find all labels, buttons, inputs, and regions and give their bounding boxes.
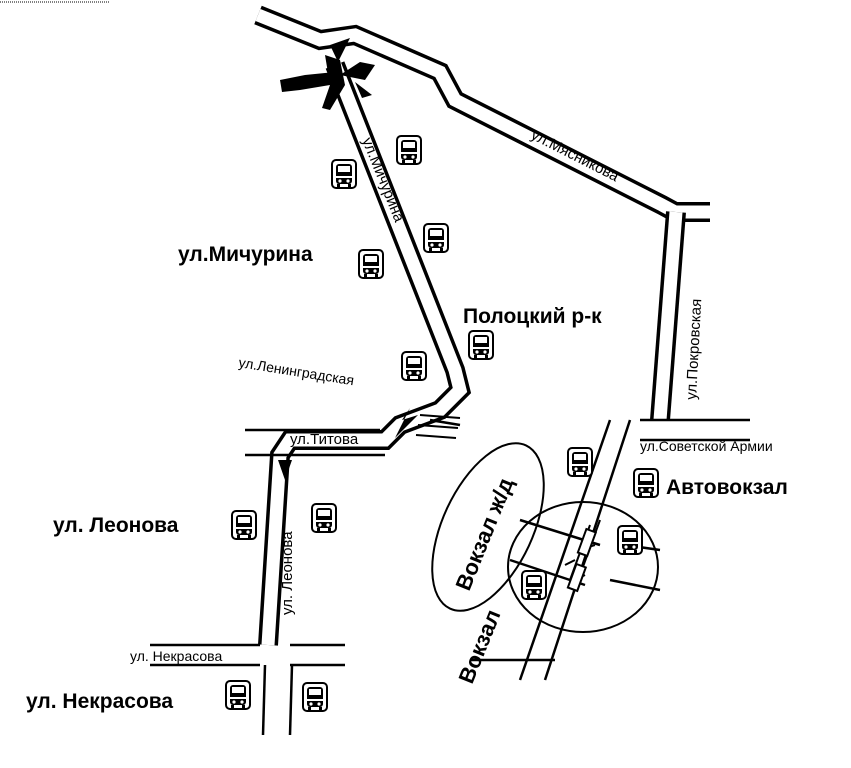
bus-stop-icon[interactable] (567, 447, 593, 477)
street-label-myasnikova: ул.Мясникова (528, 126, 622, 185)
street-label-leonova: ул. Леонова (279, 531, 296, 615)
direction-arrow-icon (395, 408, 418, 438)
direction-arrow-icon (330, 38, 350, 62)
bus-stop-icon[interactable] (396, 135, 422, 165)
station-square-area (507, 501, 659, 633)
bus-stop-icon[interactable] (302, 682, 328, 712)
bus-stop-icon[interactable] (617, 525, 643, 555)
street-label-leningradskaya: ул.Ленинградская (238, 354, 356, 388)
bus-stop-icon[interactable] (358, 249, 384, 279)
road-network (254, 5, 710, 646)
street-label-pokrovskaya: ул.Покровская (683, 298, 705, 400)
stop-label-nekrasova: ул. Некрасова (26, 690, 173, 713)
railway-station-area (431, 442, 545, 612)
bus-stop-icon[interactable] (311, 503, 337, 533)
stop-label-avtovokzal: Автовокзал (666, 476, 788, 499)
bus-stop-icon[interactable] (633, 468, 659, 498)
stop-label-michurina: ул.Мичурина (178, 243, 313, 266)
airplane-icon (280, 55, 375, 110)
street-label-sovetskoy-armii: ул.Советской Армии (640, 438, 773, 454)
bus-stop-icon[interactable] (225, 680, 251, 710)
railway-crossing-icon (415, 414, 601, 593)
bus-stop-icon[interactable] (423, 223, 449, 253)
stop-label-leonova: ул. Леонова (53, 514, 179, 537)
bus-stop-icon[interactable] (521, 570, 547, 600)
bus-stop-icon[interactable] (231, 510, 257, 540)
stop-label-polotsky: Полоцкий р-к (463, 305, 602, 328)
bus-stop-icon[interactable] (468, 330, 494, 360)
bus-stop-icon[interactable] (331, 159, 357, 189)
street-label-nekrasova: ул. Некрасова (130, 648, 222, 664)
direction-arrow-icon (278, 460, 292, 480)
area-label-vokzal: Вокзал (453, 606, 505, 687)
bus-stop-icon[interactable] (401, 351, 427, 381)
street-label-titova: ул.Титова (290, 431, 359, 448)
